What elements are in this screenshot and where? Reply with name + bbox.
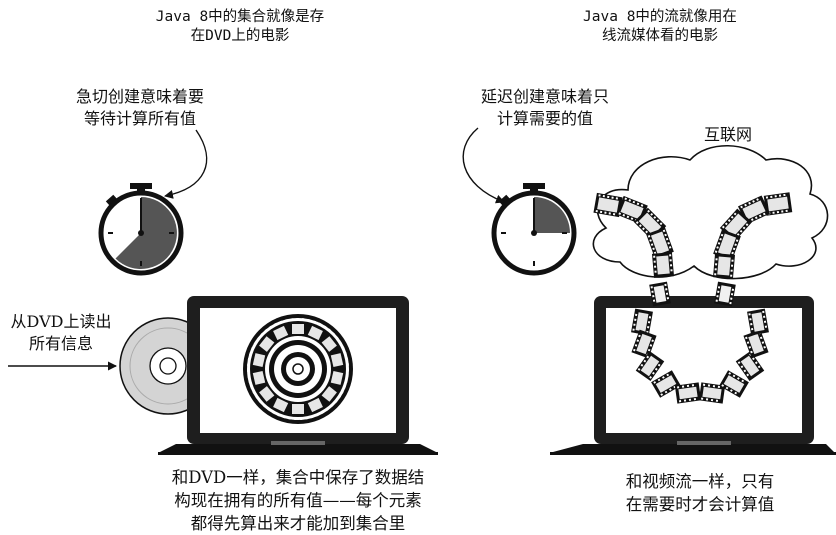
- right-title: Java 8中的流就像用在 线流媒体看的电影: [540, 8, 780, 46]
- left-clock-note: 急切创建意味着要 等待计算所有值: [60, 86, 220, 130]
- clock-note-arrow-right: [462, 127, 505, 204]
- right-caption-line-2: 在需要时才会计算值: [625, 495, 775, 514]
- left-caption: 和DVD一样，集合中保存了数据结 构现在拥有的所有值——每个元素 都得先算出来才…: [148, 466, 448, 535]
- left-clock-note-line-1: 急切创建意味着要: [75, 87, 204, 106]
- dvd-read-note-line-2: 所有信息: [28, 334, 93, 353]
- stopwatch-icon-right: [491, 183, 577, 276]
- left-title-line-2: 在DVD上的电影: [190, 28, 290, 44]
- laptop-right: [550, 296, 836, 455]
- right-clock-note-line-1: 延迟创建意味着只: [480, 87, 609, 106]
- left-clock-note-line-2: 等待计算所有值: [83, 109, 196, 128]
- left-caption-line-2: 构现在拥有的所有值——每个元素: [174, 491, 422, 510]
- left-caption-line-1: 和DVD一样，集合中保存了数据结: [171, 468, 425, 487]
- right-clock-note-line-2: 计算需要的值: [496, 109, 593, 128]
- right-caption-line-1: 和视频流一样，只有: [625, 472, 775, 491]
- right-caption: 和视频流一样，只有 在需要时才会计算值: [590, 470, 810, 516]
- film-strip-stream: [593, 192, 793, 404]
- right-title-line-2: 线流媒体看的电影: [602, 28, 718, 44]
- cloud-label: 互联网: [703, 125, 752, 144]
- dvd-read-note: 从DVD上读出 所有信息: [6, 311, 116, 355]
- left-caption-line-3: 都得先算出来才能加到集合里: [190, 514, 406, 533]
- right-clock-note: 延迟创建意味着只 计算需要的值: [470, 86, 620, 130]
- film-reel-icon: [243, 314, 353, 424]
- left-title-line-1: Java 8中的集合就像是存: [155, 9, 325, 25]
- clock-note-arrow-left: [164, 129, 208, 199]
- stopwatch-icon-left: [98, 183, 184, 276]
- right-title-line-1: Java 8中的流就像用在: [583, 9, 737, 25]
- dvd-read-note-line-1: 从DVD上读出: [10, 312, 112, 331]
- left-title: Java 8中的集合就像是存 在DVD上的电影: [120, 8, 360, 46]
